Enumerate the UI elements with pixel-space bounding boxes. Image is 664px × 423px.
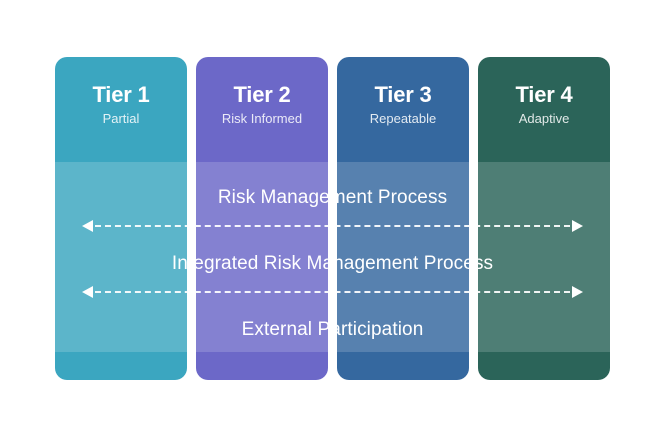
implementation-tiers-diagram: Tier 1 Partial Tier 2 Risk Informed Tier… <box>55 57 610 380</box>
tier-4-title: Tier 4 <box>515 82 573 107</box>
tier-1-title: Tier 1 <box>92 82 150 107</box>
dashed-line <box>95 224 570 227</box>
bidirectional-arrow-2 <box>82 285 583 298</box>
tier-card-2[interactable]: Tier 2 Risk Informed <box>196 57 328 380</box>
overlay-label-risk-management-process: Risk Management Process <box>217 187 448 208</box>
tier-columns: Tier 1 Partial Tier 2 Risk Informed Tier… <box>55 57 610 380</box>
arrow-right-icon <box>572 285 583 298</box>
bidirectional-arrow-1 <box>82 219 583 232</box>
tier-4-descriptor: Adaptive <box>518 111 570 127</box>
tier-2-title: Tier 2 <box>233 82 291 107</box>
tier-3-title: Tier 3 <box>374 82 432 107</box>
arrow-right-icon <box>572 219 583 232</box>
tier-card-3[interactable]: Tier 3 Repeatable <box>337 57 469 380</box>
dashed-line <box>95 290 570 293</box>
tier-card-1[interactable]: Tier 1 Partial <box>55 57 187 380</box>
arrow-left-icon <box>82 219 93 232</box>
arrow-left-icon <box>82 285 93 298</box>
overlay-label-integrated-risk-management-process: Integrated Risk Management Process <box>171 253 494 274</box>
overlay-content: Risk Management Process Integrated Risk … <box>55 162 610 352</box>
tier-1-descriptor: Partial <box>102 111 140 127</box>
tier-2-descriptor: Risk Informed <box>221 111 303 127</box>
tier-3-descriptor: Repeatable <box>369 111 437 127</box>
tier-card-4[interactable]: Tier 4 Adaptive <box>478 57 610 380</box>
overlay-label-external-participation: External Participation <box>241 319 424 340</box>
